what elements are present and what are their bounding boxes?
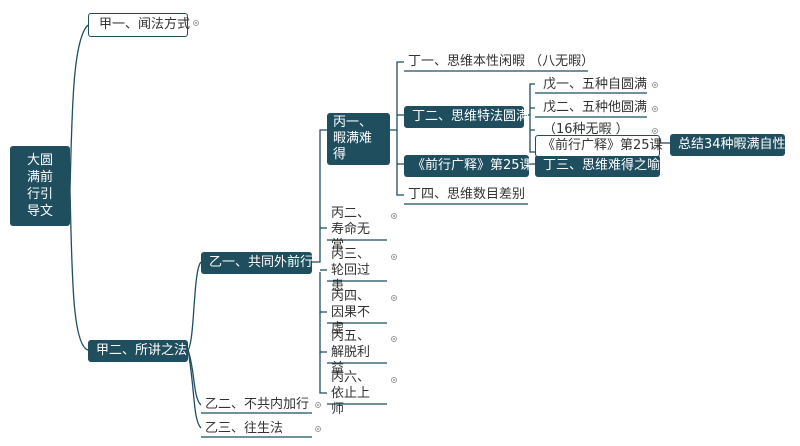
node-yi3[interactable]: 乙三、往生法: [203, 419, 285, 439]
node-bing2[interactable]: 丙二、寿命无常: [329, 204, 387, 256]
expand-icon[interactable]: [391, 295, 397, 301]
root-node[interactable]: 大圆满前行引导文: [10, 146, 70, 226]
node-ding4[interactable]: 丁四、思维数目差别: [406, 185, 527, 205]
node-jia2[interactable]: 甲二、所讲之法: [88, 340, 188, 362]
node-ding1[interactable]: 丁一、思维本性闲暇 （八无暇）: [406, 52, 596, 72]
edge-ding2-16: [529, 115, 535, 131]
edge-bing1-q25: [396, 130, 404, 165]
node-wu2-label: 戊二、五种他圆满: [543, 100, 648, 115]
node-ding3-label: 丁三、思维难得之喻: [543, 158, 661, 173]
node-ding4-label: 丁四、思维数目差别: [408, 187, 526, 202]
edge-yi1-bing1: [312, 129, 327, 263]
node-jia1-label: 甲一、闻法方式: [99, 17, 191, 32]
expand-icon[interactable]: [391, 336, 397, 342]
edge-root-jia1: [69, 24, 89, 191]
node-bing6-label: 丙六、依止上师: [331, 370, 371, 417]
node-bing4-label: 丙四、因果不虚: [331, 289, 371, 336]
node-summary[interactable]: 总结34种暇满自性: [670, 134, 786, 156]
node-wuxia16[interactable]: （16种无暇 ）: [541, 120, 631, 140]
edge-yi1-bing4: [319, 272, 327, 313]
node-wuxia16-label: （16种无暇 ）: [543, 122, 629, 137]
edge-ding2-q25b: [529, 130, 535, 153]
node-bing5-label: 丙五、解脱利益: [331, 329, 371, 376]
node-yi2[interactable]: 乙二、不共内加行: [203, 395, 311, 415]
expand-icon[interactable]: [652, 128, 658, 134]
edge-root-jia2: [69, 189, 89, 351]
node-qianxing25b[interactable]: 《前行广释》第25课: [535, 135, 663, 157]
expand-icon[interactable]: [652, 106, 658, 112]
node-ding1-label: 丁一、思维本性闲暇 （八无暇）: [408, 54, 595, 69]
expand-icon[interactable]: [193, 20, 199, 26]
edge-bing1-ding: [390, 61, 404, 131]
node-jia1[interactable]: 甲一、闻法方式: [88, 13, 191, 37]
expand-icon[interactable]: [391, 213, 397, 219]
edge-bing1-ding4: [396, 164, 404, 196]
node-bing4[interactable]: 丙四、因果不虚: [329, 287, 387, 339]
edge-yi1-bing6: [319, 352, 327, 394]
node-ding2[interactable]: 丁二、思维特法圆满: [404, 106, 529, 128]
node-bing6[interactable]: 丙六、依止上师: [329, 368, 387, 420]
node-bing3[interactable]: 丙三、轮回过患: [329, 245, 387, 297]
expand-icon[interactable]: [391, 254, 397, 260]
node-bing5[interactable]: 丙五、解脱利益: [329, 327, 387, 379]
node-summary-label: 总结34种暇满自性: [678, 137, 786, 152]
node-wu2[interactable]: 戊二、五种他圆满: [541, 98, 649, 118]
node-ding2-label: 丁二、思维特法圆满: [412, 109, 530, 124]
node-bing1-label: 丙一、暇满难得: [333, 115, 373, 162]
edge-yi1-bing5: [319, 312, 327, 353]
node-qianxing25b-label: 《前行广释》第25课: [542, 138, 663, 153]
node-qianxing25a[interactable]: 《前行广释》第25课: [404, 155, 533, 177]
edge-jia2-yi3: [187, 349, 202, 429]
node-yi3-label: 乙三、往生法: [205, 421, 284, 436]
root-label: 大圆满前行引导文: [26, 153, 53, 219]
node-wu1-label: 戊一、五种自圆满: [543, 77, 648, 92]
node-yi2-label: 乙二、不共内加行: [205, 397, 310, 412]
node-jia2-label: 甲二、所讲之法: [96, 343, 188, 358]
node-yi1-label: 乙一、共同外前行: [209, 255, 314, 270]
node-yi1[interactable]: 乙一、共同外前行: [201, 252, 314, 274]
edge-jia2-yi1: [187, 261, 202, 351]
expand-icon[interactable]: [652, 82, 658, 88]
node-ding3[interactable]: 丁三、思维难得之喻: [535, 155, 660, 177]
node-bing3-label: 丙三、轮回过患: [331, 247, 371, 294]
expand-icon[interactable]: [315, 426, 321, 432]
node-wu1[interactable]: 戊一、五种自圆满: [541, 75, 649, 95]
node-bing1[interactable]: 丙一、暇满难得: [327, 113, 390, 165]
node-qianxing25a-label: 《前行广释》第25课: [412, 158, 533, 173]
expand-icon[interactable]: [315, 402, 321, 408]
expand-icon[interactable]: [391, 377, 397, 383]
edge-ding2-wu: [524, 83, 535, 116]
node-bing2-label: 丙二、寿命无常: [331, 206, 371, 253]
